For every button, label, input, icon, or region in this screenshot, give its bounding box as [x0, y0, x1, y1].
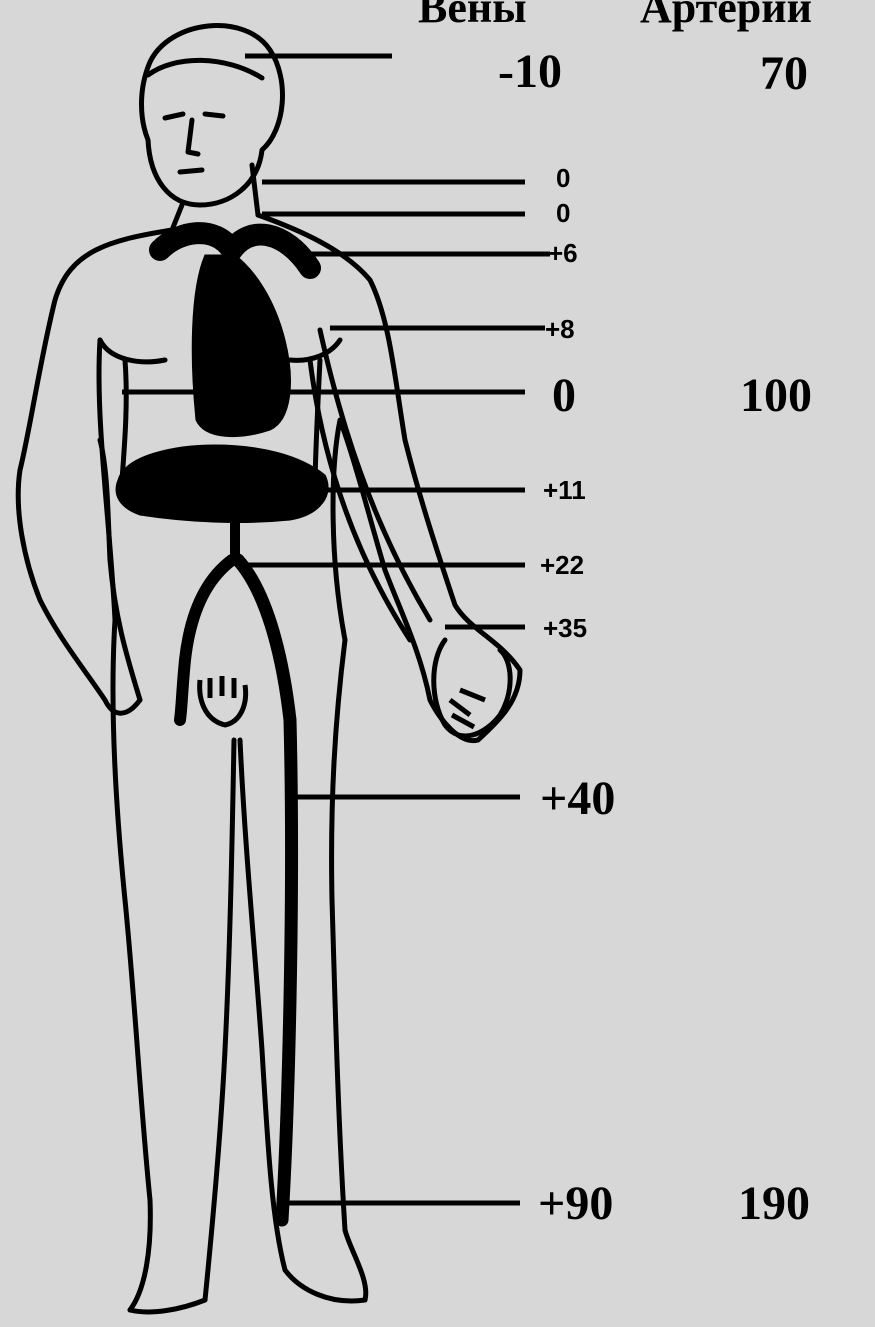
- vein-value-head: -10: [498, 48, 562, 96]
- vein-value-lower-abdomen: +22: [540, 552, 584, 578]
- left-eye: [165, 114, 183, 118]
- vein-value-shoulder: +6: [548, 240, 578, 266]
- vein-value-thigh: +40: [540, 775, 615, 823]
- arteries-column-header: Артерии: [640, 0, 812, 30]
- mouth: [180, 170, 202, 172]
- vein-value-heart: 0: [552, 372, 576, 420]
- vein-value-wrist: +35: [543, 615, 587, 641]
- right-eye: [205, 114, 223, 116]
- right-foot: [345, 1230, 366, 1300]
- vein-value-ankle: +90: [538, 1180, 613, 1228]
- chest-line-left: [100, 340, 165, 362]
- vein-value-neck-lower: 0: [556, 200, 570, 226]
- abdominal-organs: [116, 445, 328, 522]
- artery-value-ankle: 190: [738, 1180, 810, 1228]
- chest-line-right: [290, 340, 340, 360]
- nose: [188, 120, 198, 154]
- heart: [192, 255, 290, 437]
- left-inner-torso: [122, 360, 126, 480]
- vein-value-upper-arm: +8: [545, 316, 575, 342]
- left-leg-inner: [205, 740, 234, 1300]
- genitals: [200, 676, 246, 725]
- left-foot: [130, 1300, 205, 1312]
- artery-value-heart: 100: [740, 372, 812, 420]
- vein-value-upper-abdomen: +11: [543, 477, 586, 503]
- body-outline: [18, 26, 520, 1312]
- right-hand-fingers: [450, 690, 485, 727]
- artery-value-head: 70: [760, 50, 808, 98]
- right-torso: [332, 640, 345, 1230]
- veins-column-header: Вены: [418, 0, 527, 30]
- right-inner-torso: [315, 360, 320, 480]
- vein-value-neck-upper: 0: [556, 165, 570, 191]
- hair-line: [148, 60, 262, 78]
